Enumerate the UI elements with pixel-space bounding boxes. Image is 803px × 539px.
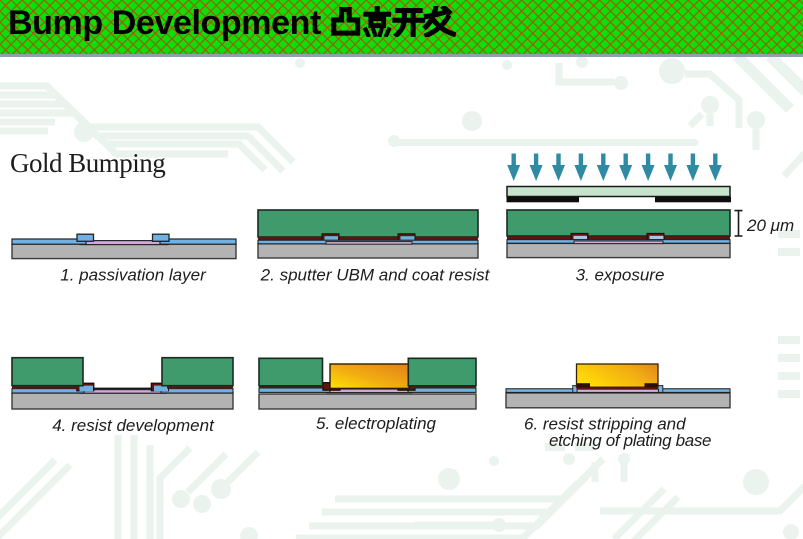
svg-text:4. resist development: 4. resist development (52, 416, 215, 435)
svg-text:3. exposure: 3. exposure (576, 266, 665, 285)
svg-text:1. passivation layer: 1. passivation layer (60, 266, 207, 285)
svg-text:2. sputter UBM and coat resist: 2. sputter UBM and coat resist (260, 266, 491, 285)
svg-text:5. electroplating: 5. electroplating (316, 414, 437, 433)
svg-text:20 μm: 20 μm (746, 216, 794, 235)
svg-text:etching of plating base: etching of plating base (549, 431, 711, 450)
svg-text:6. resist stripping and: 6. resist stripping and (524, 415, 686, 434)
